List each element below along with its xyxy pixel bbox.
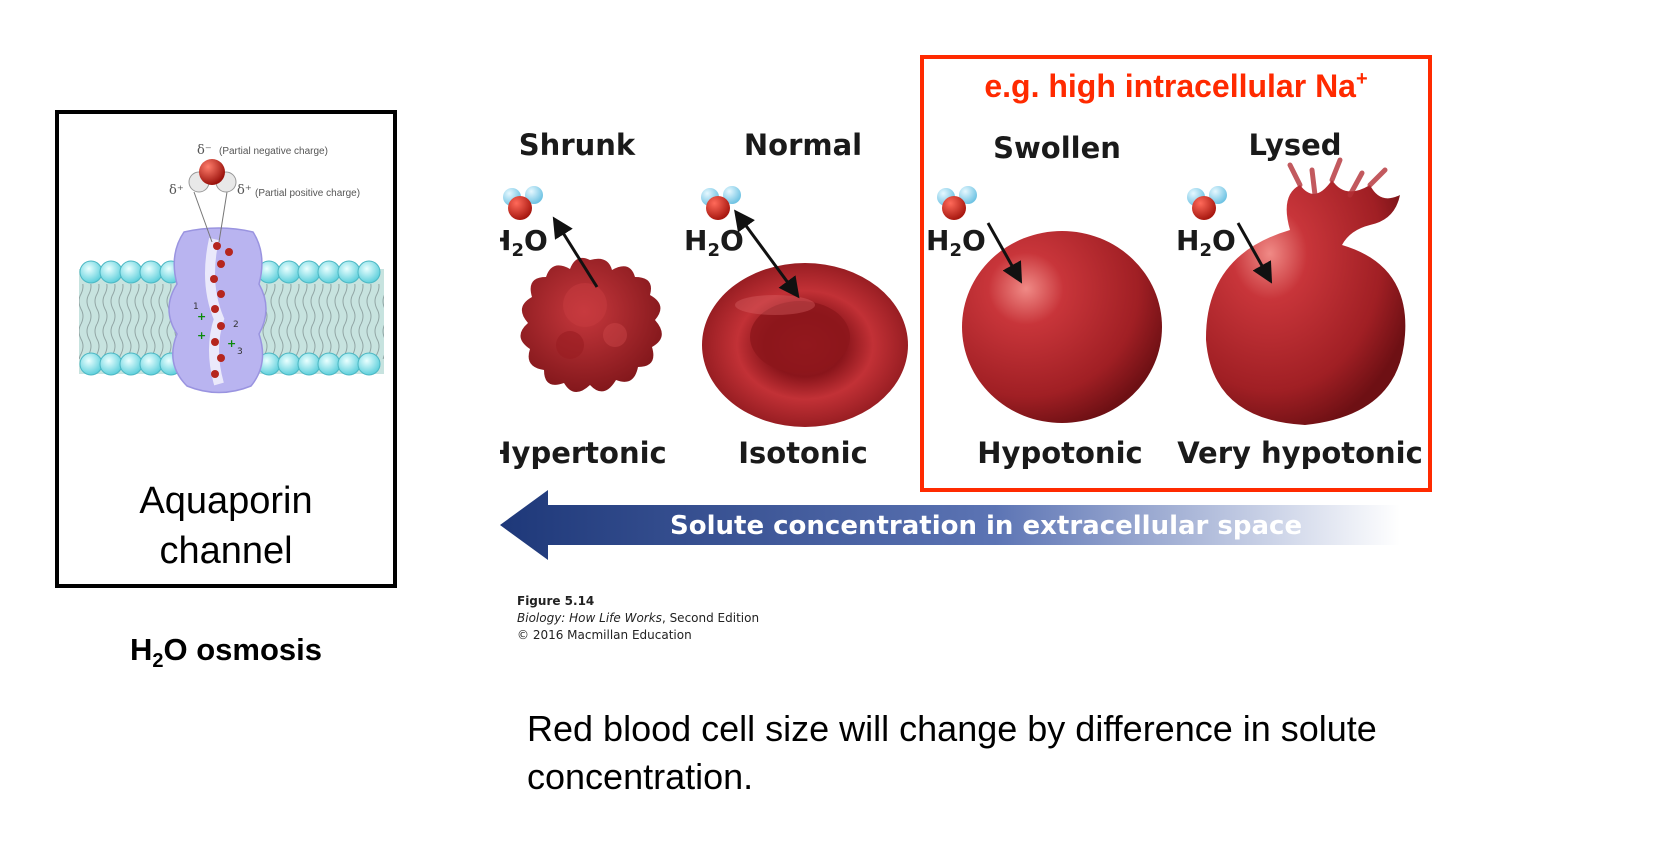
cell-title-swollen: Swollen	[993, 131, 1121, 165]
h2o-label-3: H2O	[926, 224, 986, 261]
figure-citation: Figure 5.14 Biology: How Life Works, Sec…	[517, 593, 759, 644]
h2o-label-2: H2O	[684, 224, 744, 261]
rbc-normal	[702, 263, 908, 427]
arrow-swollen-in	[986, 222, 1023, 284]
h2o-label-1: H2O	[500, 224, 548, 261]
plus-sign-1: +	[197, 310, 206, 323]
water-molecule-icon	[188, 159, 237, 193]
delta-minus: δ⁻	[197, 144, 212, 158]
highlight-label: e.g. high intracellular Na+	[984, 68, 1367, 104]
rbc-tonicity-diagram: e.g. high intracellular Na+ Shrunk Norma…	[500, 55, 1432, 560]
highlight-box	[920, 55, 1432, 492]
aquaporin-panel: 1 2 3 + + + δ⁻ (Partial negative charge)…	[55, 110, 397, 588]
aquaporin-diagram: 1 2 3 + + + δ⁻ (Partial negative charge)…	[79, 144, 384, 394]
step-3-label: 3	[237, 347, 243, 357]
delta-plus-right: δ⁺	[237, 183, 252, 198]
tonicity-hypertonic: Hypertonic	[500, 436, 667, 470]
aquaporin-label: Aquaporin channel	[59, 476, 393, 576]
plus-sign-2: +	[197, 329, 206, 342]
step-2-label: 2	[233, 320, 239, 330]
water-molecule-icon-1	[503, 186, 543, 220]
partial-positive-label: (Partial positive charge)	[255, 188, 360, 199]
aquaporin-label-line2: channel	[159, 530, 293, 572]
rbc-shrunk	[520, 257, 662, 393]
rbc-lysed	[1205, 157, 1406, 425]
cell-title-shrunk: Shrunk	[519, 128, 636, 162]
membrane-heads-bottom	[79, 352, 381, 376]
slide-caption: Red blood cell size will change by diffe…	[527, 708, 1377, 797]
rbc-swollen	[962, 231, 1162, 423]
solute-gradient-arrow: Solute concentration in extracellular sp…	[500, 490, 1400, 560]
plus-sign-3: +	[227, 337, 236, 350]
figure-source: Biology: How Life Works, Second Edition	[517, 611, 760, 625]
cell-title-lysed: Lysed	[1248, 128, 1341, 162]
h2o-label-4: H2O	[1176, 224, 1236, 261]
channel-water-molecules	[210, 242, 233, 378]
arrow-lysed-in	[1236, 222, 1273, 284]
water-molecule-icon-2	[701, 186, 741, 220]
arrow-normal-both	[734, 209, 800, 299]
partial-negative-label: (Partial negative charge)	[219, 146, 328, 157]
arrow-shrunk-out	[552, 216, 599, 288]
tonicity-hypotonic: Hypotonic	[977, 436, 1142, 470]
tonicity-very-hypotonic: Very hypotonic	[1177, 436, 1423, 470]
cell-title-normal: Normal	[744, 128, 862, 162]
tonicity-isotonic: Isotonic	[738, 436, 868, 470]
figure-number: Figure 5.14	[517, 594, 595, 608]
gradient-arrow-label: Solute concentration in extracellular sp…	[670, 511, 1302, 541]
aquaporin-label-line1: Aquaporin	[139, 480, 313, 522]
step-1-label: 1	[193, 302, 199, 312]
water-molecule-icon-3	[937, 186, 977, 220]
delta-plus-left: δ⁺	[169, 183, 184, 198]
water-molecule-icon-4	[1187, 186, 1227, 220]
osmosis-label: H2O osmosis	[129, 632, 322, 673]
figure-copyright: © 2016 Macmillan Education	[517, 628, 692, 642]
